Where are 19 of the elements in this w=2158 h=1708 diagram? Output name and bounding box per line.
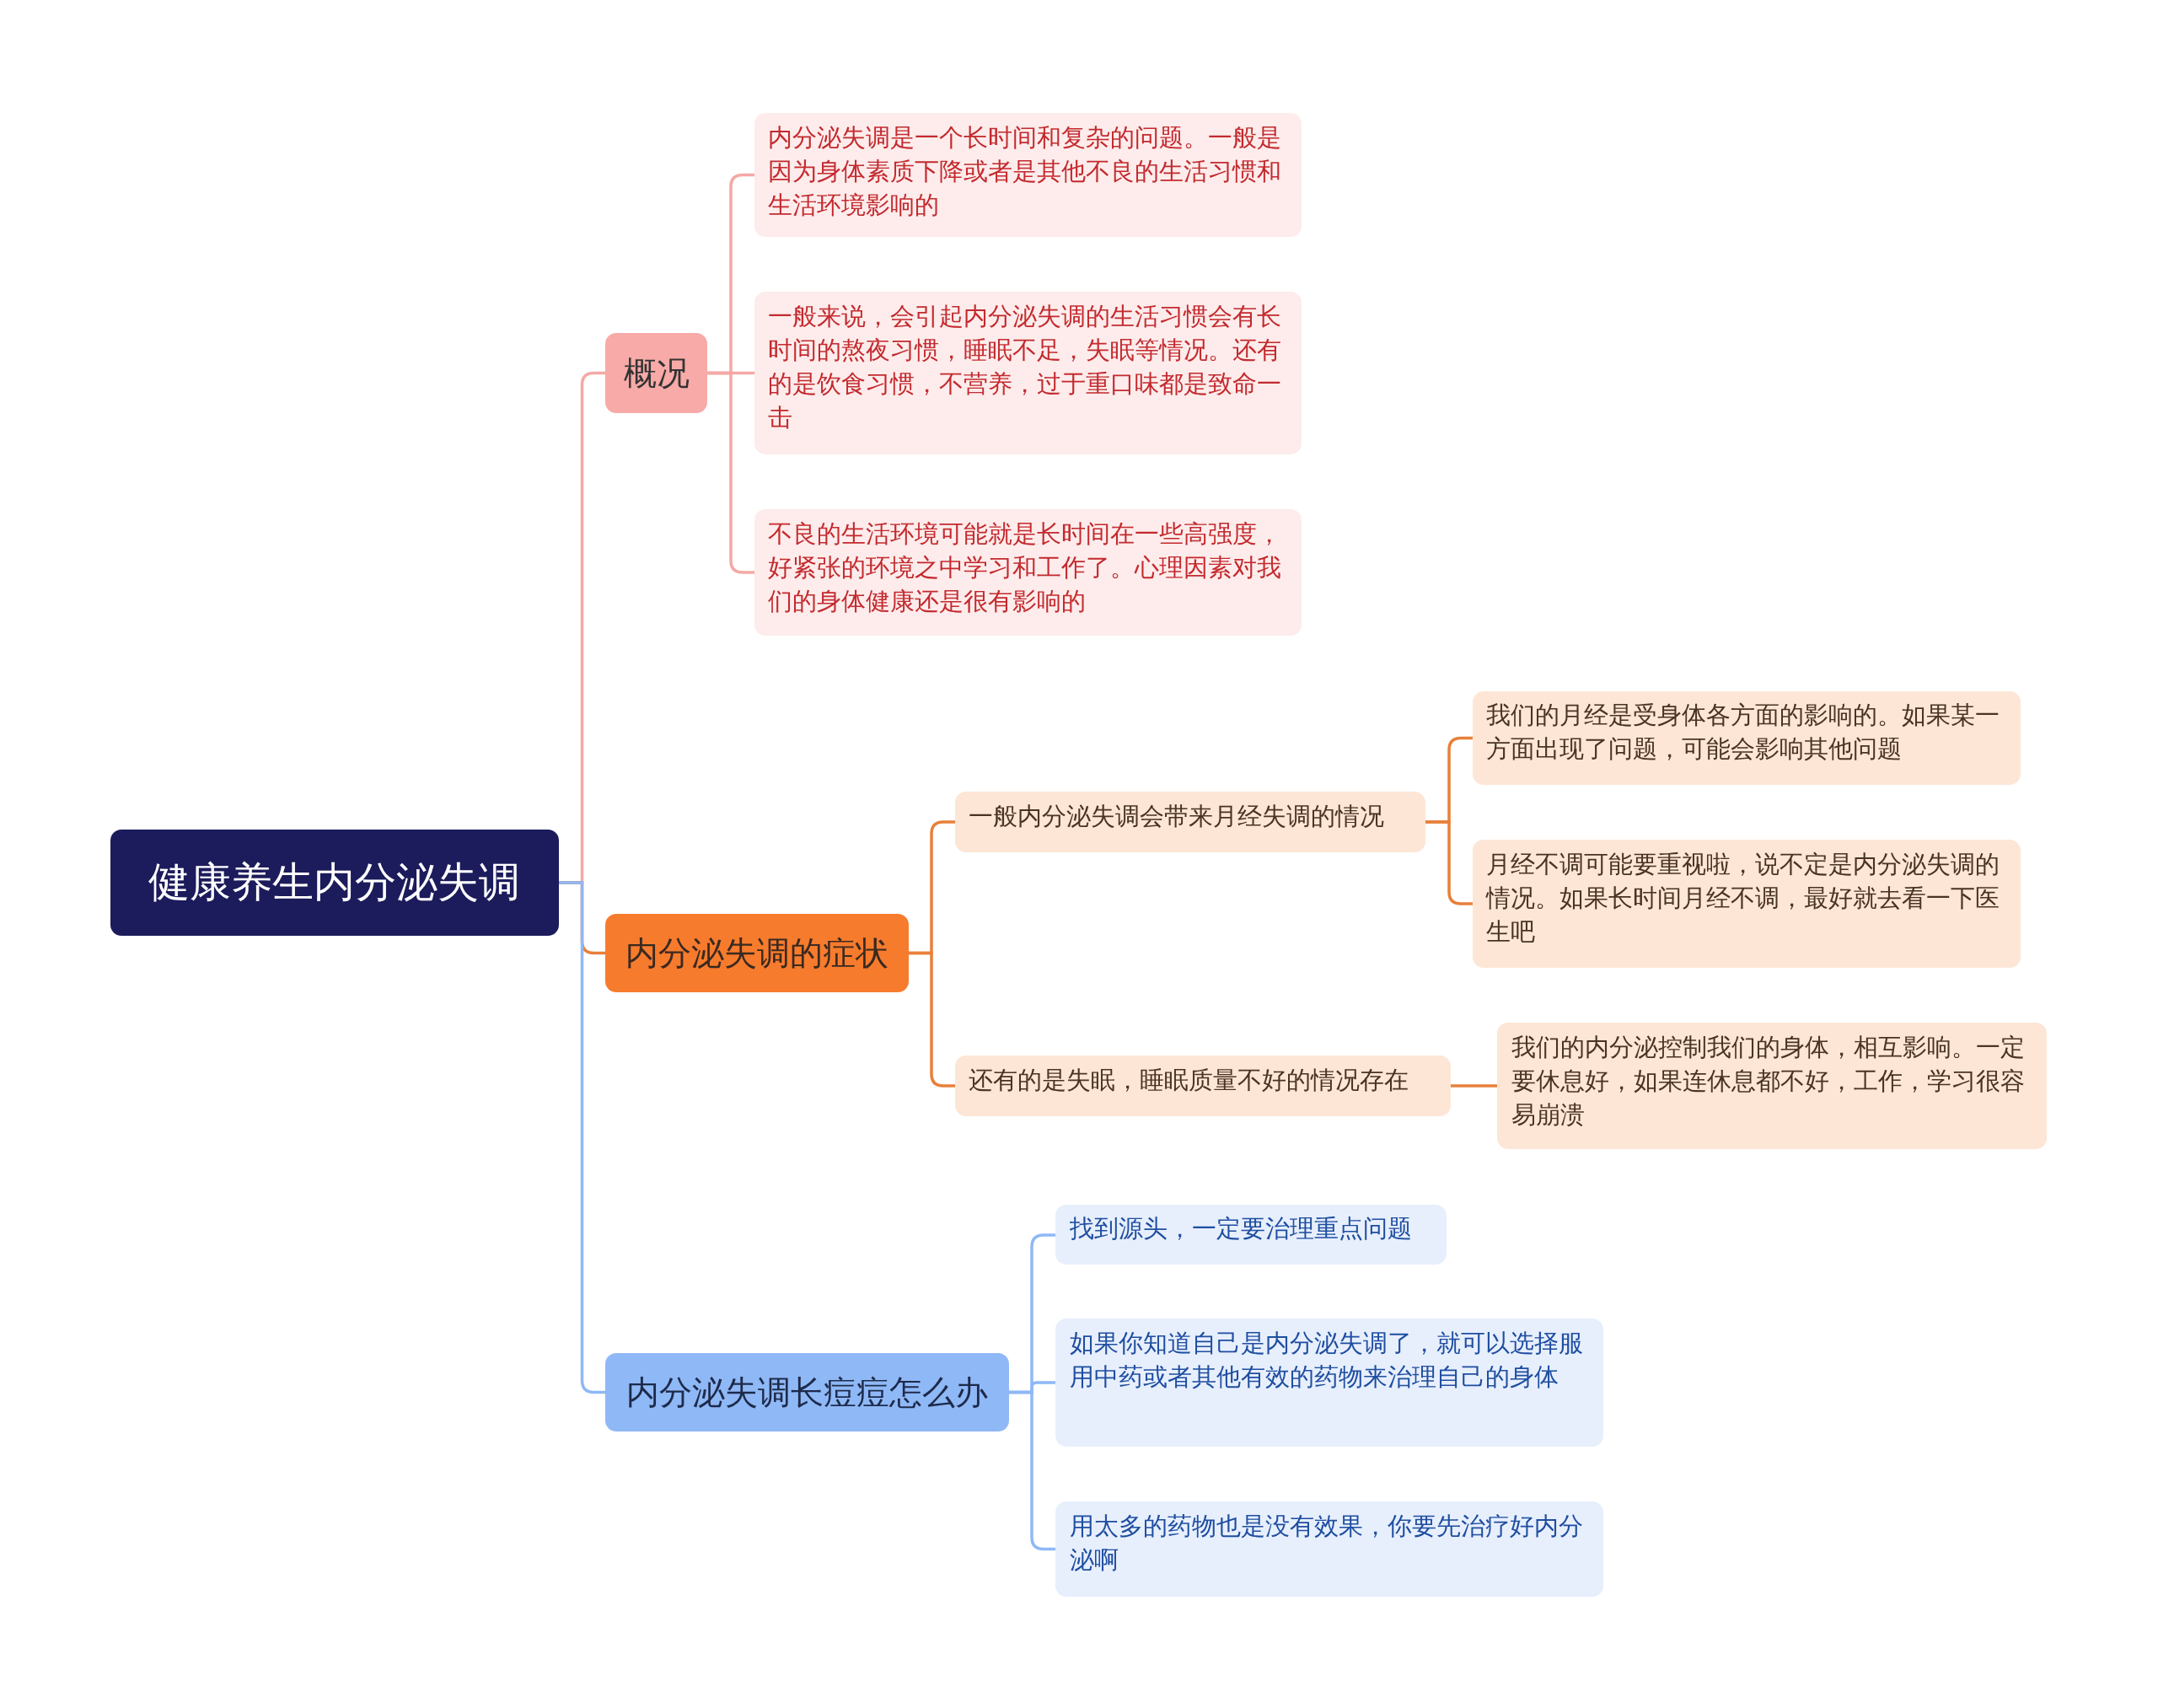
subtopic-box: 如果你知道自己是内分泌失调了，就可以选择服用中药或者其他有效的药物来治理自己的身体 <box>1055 1319 1603 1447</box>
subtopic-box: 找到源头，一定要治理重点问题 <box>1055 1204 1447 1265</box>
subtopic-box: 还有的是失眠，睡眠质量不好的情况存在 <box>955 1055 1451 1117</box>
topic-box: 内分泌失调的症状 <box>605 914 909 993</box>
topic-box: 概况 <box>605 333 708 413</box>
subtopic-box: 一般来说，会引起内分泌失调的生活习惯会有长时间的熬夜习惯，睡眠不足，失眠等情况。还有的是饮食习惯，不营养，过于重口味都是致命一击 <box>754 292 1302 454</box>
subtopic-box: 用太多的药物也是没有效果，你要先治疗好内分泌啊 <box>1055 1501 1603 1597</box>
root-topic-box: 健康养生内分泌失调 <box>110 830 559 937</box>
connector-line <box>707 371 754 574</box>
connector-line <box>1425 820 1473 905</box>
topic-box: 内分泌失调长痘痘怎么办 <box>605 1352 1009 1431</box>
connector-line <box>908 951 955 1088</box>
subtopic-box: 一般内分泌失调会带来月经失调的情况 <box>955 791 1426 852</box>
subtopic-box: 我们的月经是受身体各方面的影响的。如果某一方面出现了问题，可能会影响其他问题 <box>1472 690 2021 785</box>
subtopic-box: 内分泌失调是一个长时间和复杂的问题。一般是因为身体素质下降或者是其他不良的生活习惯和生活环境影响的 <box>754 112 1302 237</box>
subtopic-box: 月经不调可能要重视啦，说不定是内分泌失调的情况。如果长时间月经不调，最好就去看一下医生吧 <box>1472 839 2021 968</box>
subtopic-box: 我们的内分泌控制我们的身体，相互影响。一定要休息好，如果连休息都不好，工作，学习很容易崩溃 <box>1497 1023 2047 1150</box>
subtopic-box: 不良的生活环境可能就是长时间在一些高强度，好紧张的环境之中学习和工作了。心理因素对我们的身体健康还是很有影响的 <box>754 509 1302 636</box>
connector-line <box>1451 1084 1497 1088</box>
